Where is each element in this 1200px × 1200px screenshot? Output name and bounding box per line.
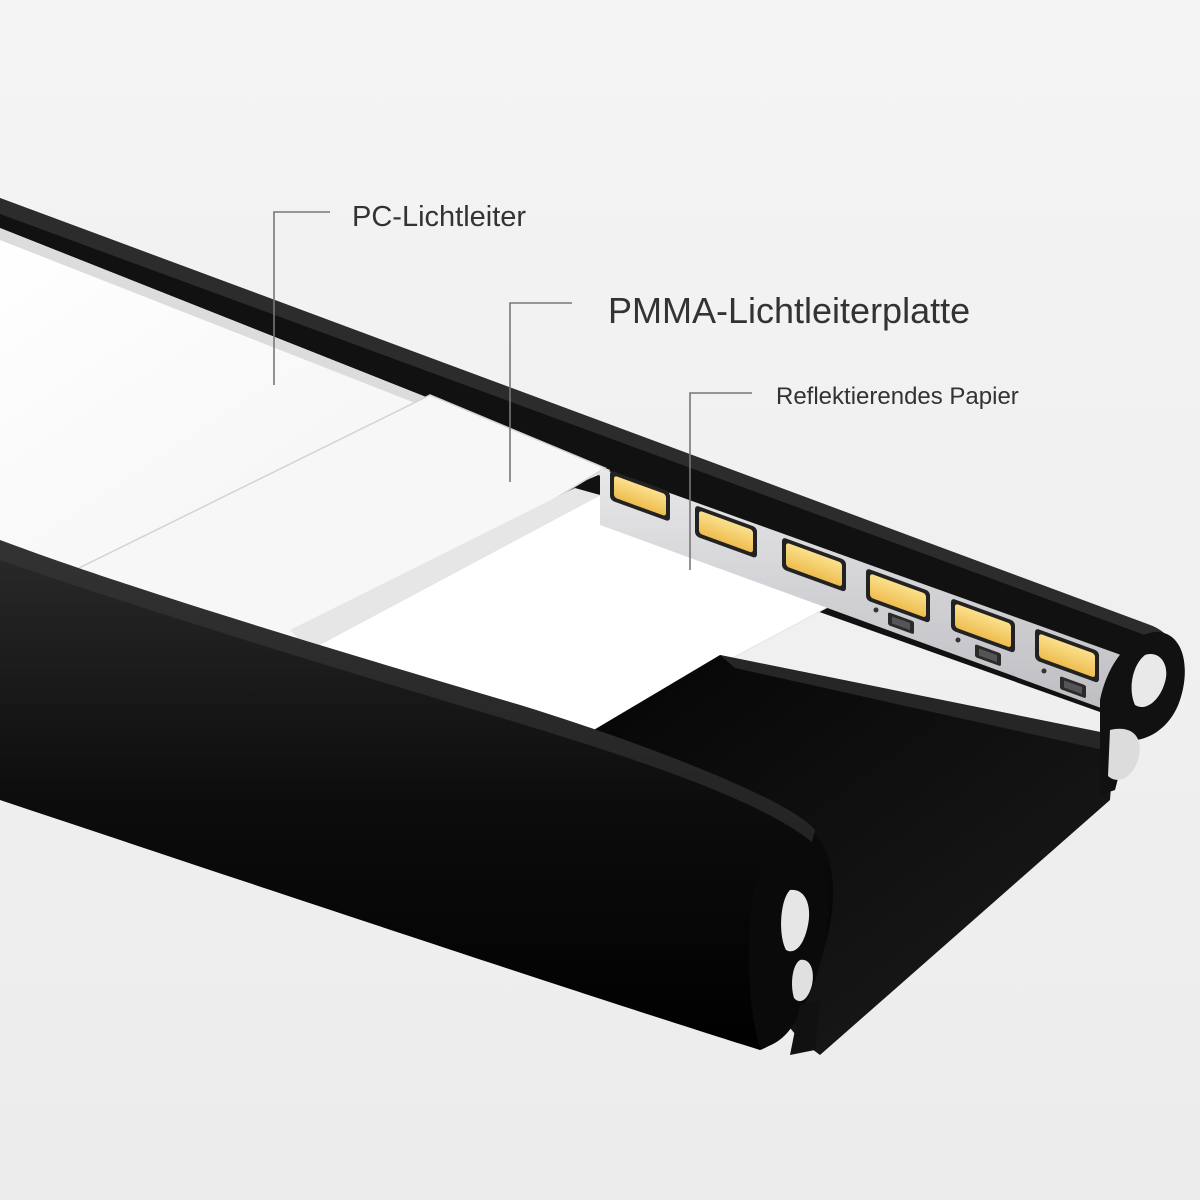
- front-housing-rail: [0, 540, 834, 1050]
- led-chip: [786, 543, 842, 586]
- led-chip: [699, 511, 753, 553]
- label-pc-light-guide: PC-Lichtleiter: [352, 201, 527, 233]
- housing-channel-floor: [560, 655, 1115, 1055]
- led-chip: [870, 574, 926, 617]
- smd-resistors: [873, 607, 1086, 698]
- leader-line-paper: [689, 392, 752, 570]
- front-rail-end-cutout: [781, 889, 810, 952]
- front-rail-highlight: [0, 540, 815, 842]
- front-rail-end-cutout-lower: [792, 959, 813, 1002]
- leader-line-pc: [273, 211, 330, 385]
- back-rail-lower-cutout: [1108, 728, 1140, 780]
- leader-lines: [273, 211, 752, 570]
- label-pmma-light-guide-plate: PMMA-Lichtleiterplatte: [608, 290, 971, 331]
- led-chip: [1039, 634, 1095, 677]
- pmma-plate-edge: [290, 488, 600, 652]
- led-chip: [955, 604, 1011, 647]
- leader-line-pmma: [509, 302, 572, 482]
- label-reflective-paper: Reflektierendes Papier: [776, 383, 1019, 410]
- led-chips: [610, 471, 1099, 683]
- front-rail-foot: [790, 1000, 820, 1055]
- back-rail-end-cutout: [1131, 654, 1167, 708]
- led-chip: [614, 476, 666, 516]
- channel-inner-wall: [720, 655, 1115, 752]
- back-rail-highlight: [0, 198, 1172, 645]
